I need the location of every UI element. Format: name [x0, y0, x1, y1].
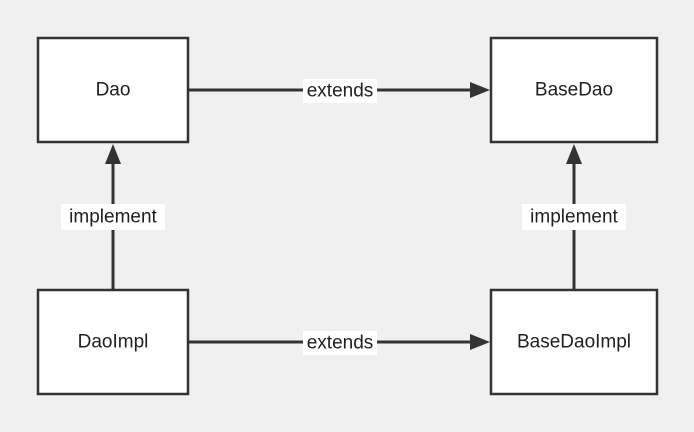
arrow-head-right: [470, 334, 490, 350]
edge-daoimpl-extends-basedaoimpl: extends: [188, 331, 490, 355]
node-basedao: BaseDao: [489, 36, 659, 144]
edge-label-background: [522, 204, 626, 230]
edge-label-extends: extends: [307, 81, 374, 102]
node-label-basedaoimpl: BaseDaoImpl: [517, 332, 631, 353]
node-box: [489, 36, 659, 144]
edge-label-extends: extends: [307, 333, 374, 354]
edge-label-background: [303, 331, 377, 355]
node-label-daoimpl: DaoImpl: [78, 332, 149, 353]
edge-dao-extends-basedao: extends: [188, 79, 490, 103]
node-label-dao: Dao: [96, 80, 131, 101]
edge-label-background: [303, 79, 377, 103]
edge-daoimpl-implement-dao: implement: [61, 144, 165, 290]
node-basedaoimpl: BaseDaoImpl: [489, 288, 659, 396]
edge-label-implement: implement: [69, 207, 157, 228]
node-label-basedao: BaseDao: [535, 80, 613, 101]
edge-basedaoimpl-implement-basedao: implement: [522, 144, 626, 290]
arrow-head-up: [566, 144, 582, 164]
node-box: [36, 288, 190, 396]
edge-label-background: [61, 204, 165, 230]
arrow-head-right: [470, 82, 490, 98]
node-box: [489, 288, 659, 396]
edge-label-implement: implement: [530, 207, 618, 228]
node-daoimpl: DaoImpl: [36, 288, 190, 396]
arrow-head-up: [105, 144, 121, 164]
node-dao: Dao: [36, 36, 190, 144]
node-box: [36, 36, 190, 144]
